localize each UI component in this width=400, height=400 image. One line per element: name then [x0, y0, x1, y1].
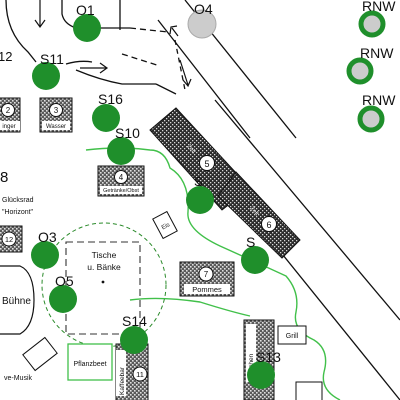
tent-6-number: 6: [266, 220, 271, 230]
marker-S11[interactable]: S11: [32, 51, 64, 90]
gluecksrad-area: 8 Glücksrad "Horizont" 12: [0, 169, 34, 253]
stand-11-number: 11: [136, 370, 144, 379]
tent-6: 6 Zelt: [217, 171, 301, 259]
marker-S12-label: 12: [0, 49, 12, 64]
live-music-label: ve-Musik: [4, 375, 33, 382]
tables-subtitle: u. Bänke: [87, 262, 121, 272]
marker-O4-label: O4: [194, 1, 213, 17]
marker-O5-label: O5: [55, 273, 74, 289]
marker-O5-dot[interactable]: [49, 285, 77, 313]
tables-title: Tische: [92, 250, 117, 260]
gluecksrad-subtitle: "Horizont": [2, 209, 34, 216]
marker-RNW-3-label: RNW: [362, 92, 396, 108]
flow-arrows: [34, 0, 192, 88]
marker-S16-label: S16: [98, 91, 123, 107]
marker-RNW-3-dot[interactable]: [357, 105, 385, 133]
stand-7: 7 Pommes: [179, 261, 235, 297]
number-8-label: 8: [0, 169, 8, 186]
marker-S11-dot[interactable]: [32, 62, 60, 90]
marker-O3-dot[interactable]: [31, 241, 59, 269]
marker-S10-label: S10: [115, 125, 140, 141]
marker-S13-dot[interactable]: [247, 361, 275, 389]
tent-6-label: Zelt: [248, 206, 259, 218]
marker-RNW-1-label: RNW: [362, 0, 396, 14]
stand-7-label: Pommes: [192, 285, 222, 294]
marker-O4[interactable]: O4: [187, 1, 217, 39]
stage: Bühne: [0, 265, 35, 335]
marker-RNW-2-label: RNW: [360, 45, 394, 61]
marker-O5[interactable]: O5: [49, 273, 77, 313]
marker-O4-dot[interactable]: [187, 9, 217, 39]
tent-5-label: Zelt: [185, 144, 196, 156]
marker-S16-dot[interactable]: [92, 104, 120, 132]
stand-4: 4 Getränke/Obst: [97, 165, 145, 197]
marker-S13-label: S13: [256, 349, 281, 365]
marker-O1[interactable]: O1: [73, 2, 101, 42]
marker-S-mid-dot[interactable]: [186, 186, 214, 214]
marker-S14[interactable]: S14: [120, 313, 148, 354]
marker-S13[interactable]: S13: [247, 349, 281, 389]
marker-S10[interactable]: S10: [107, 125, 140, 165]
tent-5: 5 Zelt: [149, 107, 251, 211]
marker-S14-dot[interactable]: [120, 326, 148, 354]
marker-O1-dot[interactable]: [73, 14, 101, 42]
planting-bed: Pflanzbeet: [67, 343, 113, 381]
marker-S-mid[interactable]: S: [186, 174, 214, 214]
marker-RNW-1-dot[interactable]: [358, 10, 386, 38]
stand-2: 2 inger: [0, 97, 21, 133]
marker-RNW-2-dot[interactable]: [346, 57, 374, 85]
stand-2-number: 2: [6, 106, 11, 115]
stand-7-number: 7: [204, 270, 209, 279]
marker-O3[interactable]: O3: [31, 229, 59, 269]
live-music-area: ve-Musik: [4, 336, 58, 382]
stand-3: 3 Wasser: [39, 97, 73, 133]
stage-label: Bühne: [2, 296, 31, 307]
marker-RNW-1[interactable]: RNW: [358, 0, 396, 38]
marker-S-right[interactable]: S: [241, 234, 269, 274]
marker-S-mid-label: S: [194, 174, 203, 189]
marker-RNW-3[interactable]: RNW: [357, 92, 396, 133]
stand-11-label: Kaffeebar: [119, 366, 126, 395]
stand-grill: Grill: [277, 325, 323, 400]
marker-S10-dot[interactable]: [107, 137, 135, 165]
stand-4-number: 4: [119, 173, 124, 182]
stand-2-label: inger: [2, 124, 15, 130]
green-route-lower: [129, 297, 251, 317]
gluecksrad-title: Glücksrad: [2, 197, 34, 204]
marker-S14-label: S14: [122, 313, 147, 329]
marker-S12[interactable]: 12: [0, 49, 12, 64]
marker-O1-label: O1: [76, 2, 95, 18]
stand-eis: Eis: [152, 210, 178, 240]
stand-3-label: Wasser: [46, 124, 66, 130]
marker-RNW-2[interactable]: RNW: [346, 45, 394, 85]
marker-S-right-dot[interactable]: [241, 246, 269, 274]
stand-3-number: 3: [54, 106, 59, 115]
stand-12-number: 12: [5, 235, 13, 244]
tent-5-number: 5: [204, 159, 209, 169]
marker-S11-label: S11: [40, 51, 64, 67]
stand-4-label: Getränke/Obst: [103, 188, 139, 194]
marker-O3-label: O3: [38, 229, 57, 245]
stand-grill-label: Grill: [286, 333, 299, 340]
stand-eis-label: Eis: [161, 222, 171, 231]
planting-bed-label: Pflanzbeet: [73, 361, 106, 368]
marker-S-right-label: S: [246, 234, 255, 250]
marker-S16[interactable]: S16: [92, 91, 123, 132]
